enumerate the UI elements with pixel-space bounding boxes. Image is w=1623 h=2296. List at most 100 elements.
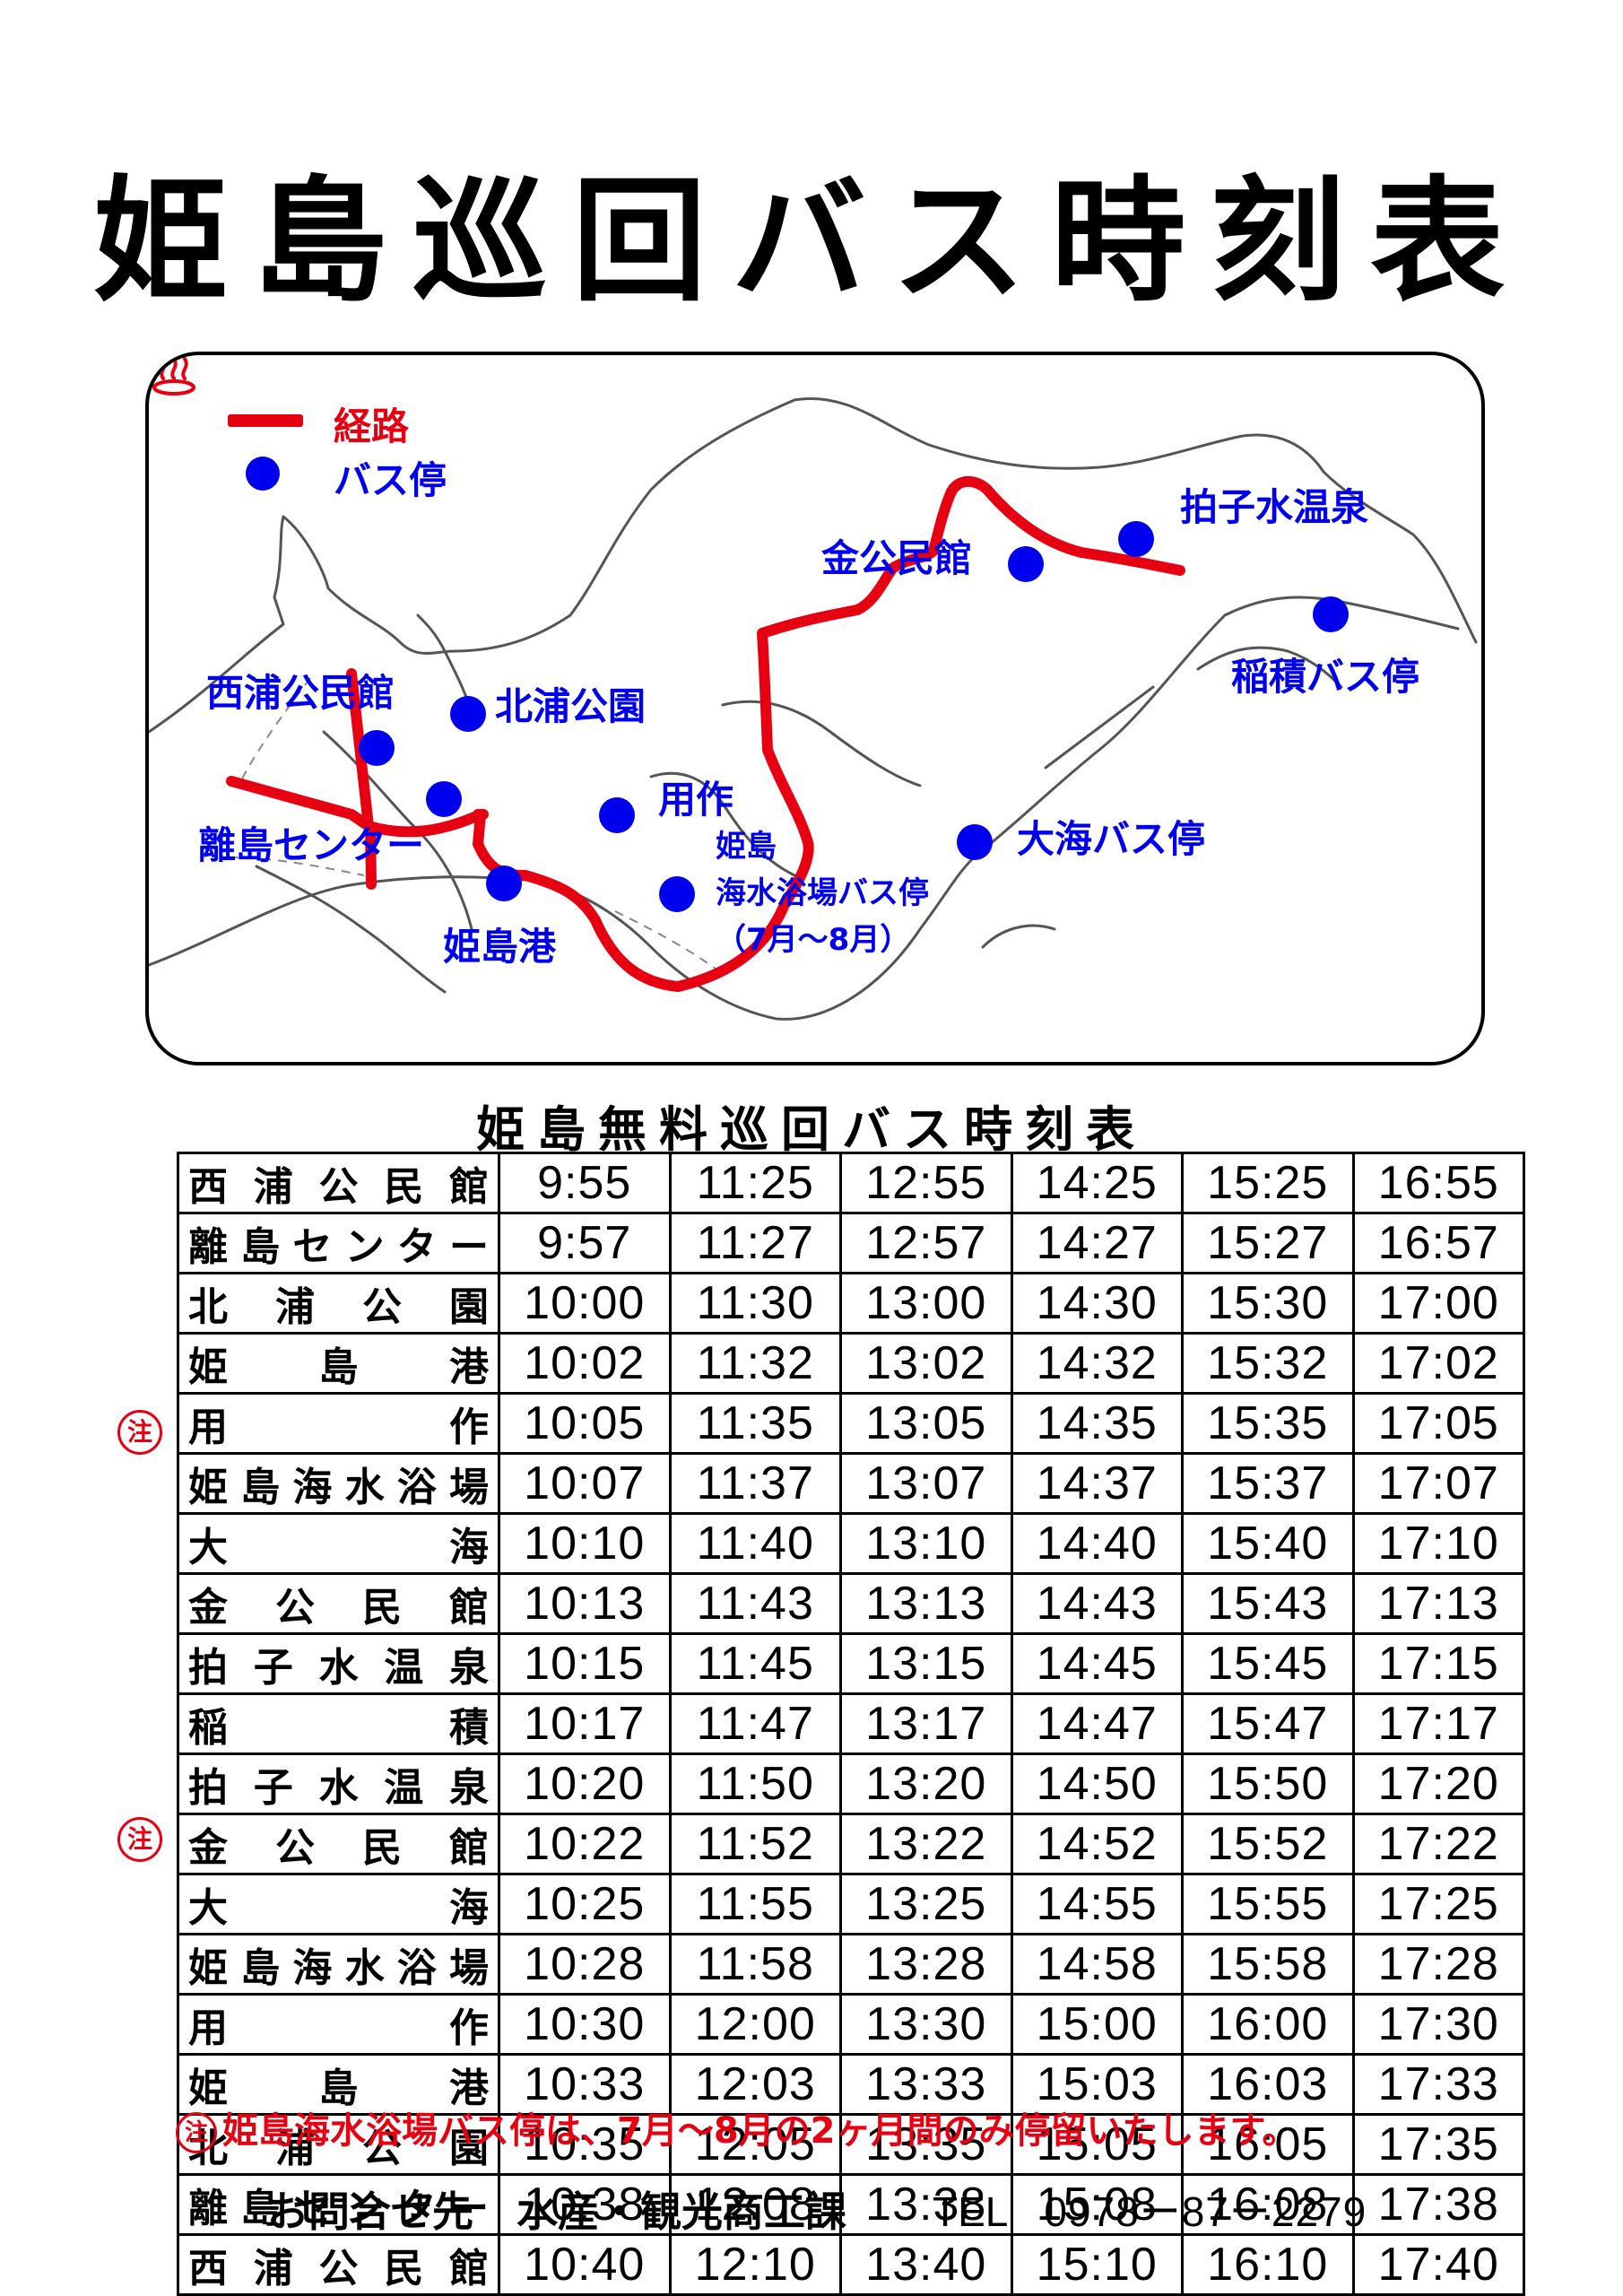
time-cell: 13:40 xyxy=(839,2233,1013,2296)
time-cell: 15:30 xyxy=(1181,1272,1355,1335)
time-cell: 10:33 xyxy=(498,2053,672,2116)
time-cell: 16:57 xyxy=(1351,1212,1525,1274)
hot-spring-icon xyxy=(152,357,195,396)
time-cell: 13:17 xyxy=(839,1692,1013,1755)
legend-stop-label: バス停 xyxy=(334,458,447,502)
time-cell: 11:30 xyxy=(668,1272,842,1335)
time-cell: 13:25 xyxy=(839,1873,1013,1935)
time-cell: 15:47 xyxy=(1181,1692,1355,1755)
stop-name-cell: 用作 xyxy=(177,1392,500,1455)
time-cell: 14:40 xyxy=(1010,1512,1184,1575)
timetable-title: 姫島無料巡回バス時刻表 xyxy=(476,1101,1147,1158)
route-map: 経路 バス停 西浦公民館 北浦公園 用作 離島センター 姫島港 姫島 海水浴場バ… xyxy=(145,352,1485,1065)
stop-name-cell: 拍子水温泉 xyxy=(177,1752,500,1815)
time-cell: 17:28 xyxy=(1351,1933,1525,1996)
time-cell: 17:20 xyxy=(1351,1752,1525,1815)
stop-label-nishiura: 西浦公民館 xyxy=(206,671,395,715)
time-cell: 10:15 xyxy=(498,1632,672,1695)
time-cell: 15:32 xyxy=(1181,1332,1355,1395)
time-cell: 14:47 xyxy=(1010,1692,1184,1755)
time-cell: 17:00 xyxy=(1351,1272,1525,1335)
time-cell: 15:40 xyxy=(1181,1512,1355,1575)
time-cell: 17:25 xyxy=(1351,1873,1525,1935)
time-cell: 10:05 xyxy=(498,1392,672,1455)
time-cell: 9:55 xyxy=(498,1152,672,1214)
time-cell: 10:38 xyxy=(498,2173,672,2236)
time-cell: 10:28 xyxy=(498,1933,672,1996)
time-cell: 17:30 xyxy=(1351,1993,1525,2056)
time-cell: 13:20 xyxy=(839,1752,1013,1815)
time-cell: 14:58 xyxy=(1010,1933,1184,1996)
note-icon: 注 xyxy=(117,1817,162,1863)
stop-name-cell: 用作 xyxy=(177,1993,500,2056)
stop-marker-kitaura xyxy=(450,696,486,732)
time-cell: 13:35 xyxy=(839,2113,1013,2176)
time-cell: 17:05 xyxy=(1351,1392,1525,1455)
stop-name-cell: 拍子水温泉 xyxy=(177,1632,500,1695)
time-cell: 11:25 xyxy=(668,1152,842,1214)
stop-name-cell: 金公民館 xyxy=(177,1572,500,1635)
time-cell: 12:57 xyxy=(839,1212,1013,1274)
time-cell: 13:22 xyxy=(839,1813,1013,1875)
legend-route-swatch xyxy=(228,414,303,427)
legend-route-label: 経路 xyxy=(334,404,410,448)
time-cell: 16:10 xyxy=(1181,2233,1355,2296)
time-cell: 11:43 xyxy=(668,1572,842,1635)
time-cell: 17:07 xyxy=(1351,1452,1525,1515)
time-cell: 12:10 xyxy=(668,2233,842,2296)
note-icon: 注 xyxy=(117,1409,162,1455)
time-cell: 13:00 xyxy=(839,1272,1013,1335)
time-cell: 10:10 xyxy=(498,1512,672,1575)
time-cell: 10:30 xyxy=(498,1993,672,2056)
stop-name-cell: 西浦公民館 xyxy=(177,2233,500,2296)
time-cell: 14:52 xyxy=(1010,1813,1184,1875)
stop-label-beach-line3: （7月～8月） xyxy=(716,922,911,958)
stop-label-hyoushimizu: 拍子水温泉 xyxy=(1180,485,1369,529)
time-cell: 14:27 xyxy=(1010,1212,1184,1274)
contact-tel-label: TEL xyxy=(933,2188,1009,2235)
time-cell: 10:20 xyxy=(498,1752,672,1815)
stop-label-himejima-port: 姫島港 xyxy=(443,925,557,969)
stop-name-cell: 大海 xyxy=(177,1512,500,1575)
time-cell: 11:58 xyxy=(668,1933,842,1996)
time-cell: 11:45 xyxy=(668,1632,842,1695)
time-cell: 11:55 xyxy=(668,1873,842,1935)
time-cell: 10:25 xyxy=(498,1873,672,1935)
footnote-note-icon: 注 xyxy=(176,2112,217,2153)
time-cell: 12:55 xyxy=(839,1152,1013,1214)
time-cell: 12:05 xyxy=(668,2113,842,2176)
stop-marker-nishiura xyxy=(359,730,395,766)
time-cell: 17:33 xyxy=(1351,2053,1525,2116)
time-cell: 15:52 xyxy=(1181,1813,1355,1875)
time-cell: 10:35 xyxy=(498,2113,672,2176)
contact-tel: 0978ー87ー2279 xyxy=(1044,2188,1367,2235)
time-cell: 9:57 xyxy=(498,1212,672,1274)
time-cell: 14:35 xyxy=(1010,1392,1184,1455)
footnote: 注姫島海水浴場バス停は、7月～8月の2ヶ月間のみ停留いたします。 xyxy=(176,2101,1298,2153)
stop-name-cell: 姫島港 xyxy=(177,1332,500,1395)
time-cell: 13:13 xyxy=(839,1572,1013,1635)
time-cell: 15:35 xyxy=(1181,1392,1355,1455)
time-cell: 15:03 xyxy=(1010,2053,1184,2116)
contact-org: 水産・観光商工課 xyxy=(516,2187,846,2236)
stop-name-cell: 北浦公園 xyxy=(177,2113,500,2176)
stop-marker-beach xyxy=(659,876,695,912)
time-cell: 13:30 xyxy=(839,1993,1013,2056)
stop-name-cell: 姫島海水浴場 xyxy=(177,1452,500,1515)
time-cell: 17:38 xyxy=(1351,2173,1525,2236)
footnote-text: 姫島海水浴場バス停は、7月～8月の2ヶ月間のみ停留いたします。 xyxy=(222,2110,1298,2152)
stop-label-youzaku: 用作 xyxy=(658,778,734,822)
stop-name-cell: 大海 xyxy=(177,1873,500,1935)
time-cell: 12:00 xyxy=(668,1993,842,2056)
time-cell: 13:38 xyxy=(839,2173,1013,2236)
time-cell: 14:32 xyxy=(1010,1332,1184,1395)
